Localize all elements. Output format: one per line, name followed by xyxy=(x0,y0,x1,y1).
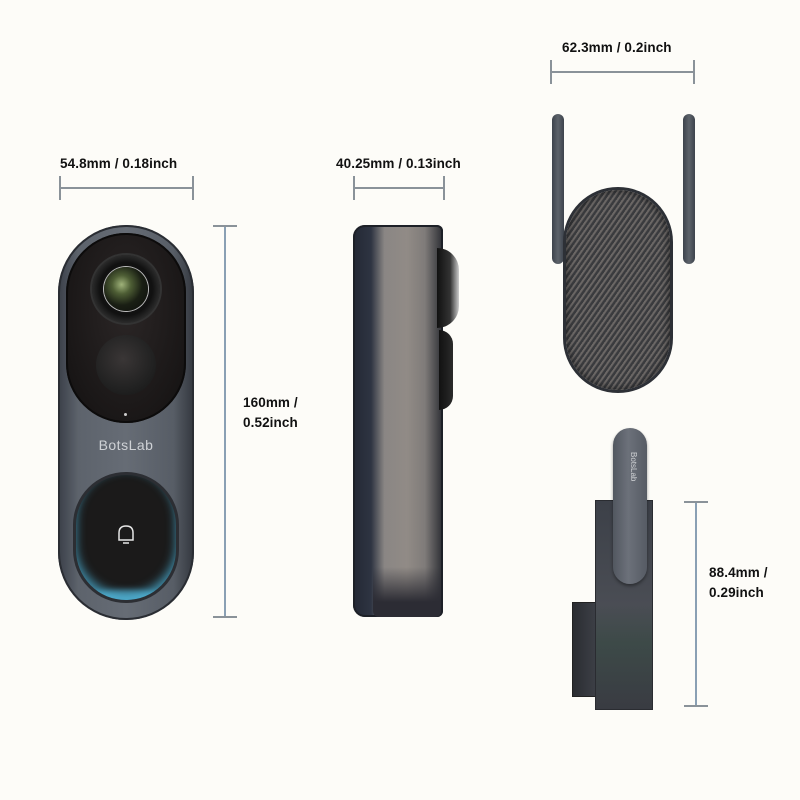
side-camera-bump xyxy=(437,248,459,328)
doorbell-depth-label: 40.25mm / 0.13inch xyxy=(336,156,461,171)
doorbell-depth-line xyxy=(353,176,445,200)
chime-right-antenna xyxy=(683,114,695,264)
chime-height-line xyxy=(684,501,708,707)
chime-plug xyxy=(572,602,598,697)
chime-width-label: 62.3mm / 0.2inch xyxy=(562,40,672,55)
chime-left-antenna xyxy=(552,114,564,264)
side-sensor-bump xyxy=(439,330,453,410)
chime-side-antenna: BotsLab xyxy=(613,428,647,584)
motion-sensor-icon xyxy=(96,335,156,395)
chime-front-view xyxy=(566,190,670,390)
status-led xyxy=(124,413,127,416)
camera-panel xyxy=(66,233,186,423)
doorbell-width-label: 54.8mm / 0.18inch xyxy=(60,156,178,171)
doorbell-brand-logo: BotsLab xyxy=(98,437,154,453)
doorbell-front-view: BotsLab xyxy=(58,225,194,620)
doorbell-height-label: 160mm / 0.52inch xyxy=(243,393,298,433)
chime-width-line xyxy=(550,60,695,84)
camera-lens-glass xyxy=(104,267,148,311)
doorbell-height-line xyxy=(213,225,237,618)
chime-height-label: 88.4mm / 0.29inch xyxy=(709,563,768,603)
doorbell-width-line xyxy=(59,176,194,200)
chime-brand-logo: BotsLab xyxy=(629,452,638,482)
doorbell-button xyxy=(76,475,176,600)
doorbell-height-inch: 0.52inch xyxy=(243,415,298,430)
doorbell-height-mm: 160mm / xyxy=(243,395,298,410)
chime-height-mm: 88.4mm / xyxy=(709,565,768,580)
camera-lens-icon xyxy=(92,255,160,323)
chime-height-inch: 0.29inch xyxy=(709,585,764,600)
bell-icon xyxy=(118,525,134,544)
doorbell-side-view xyxy=(353,225,443,617)
